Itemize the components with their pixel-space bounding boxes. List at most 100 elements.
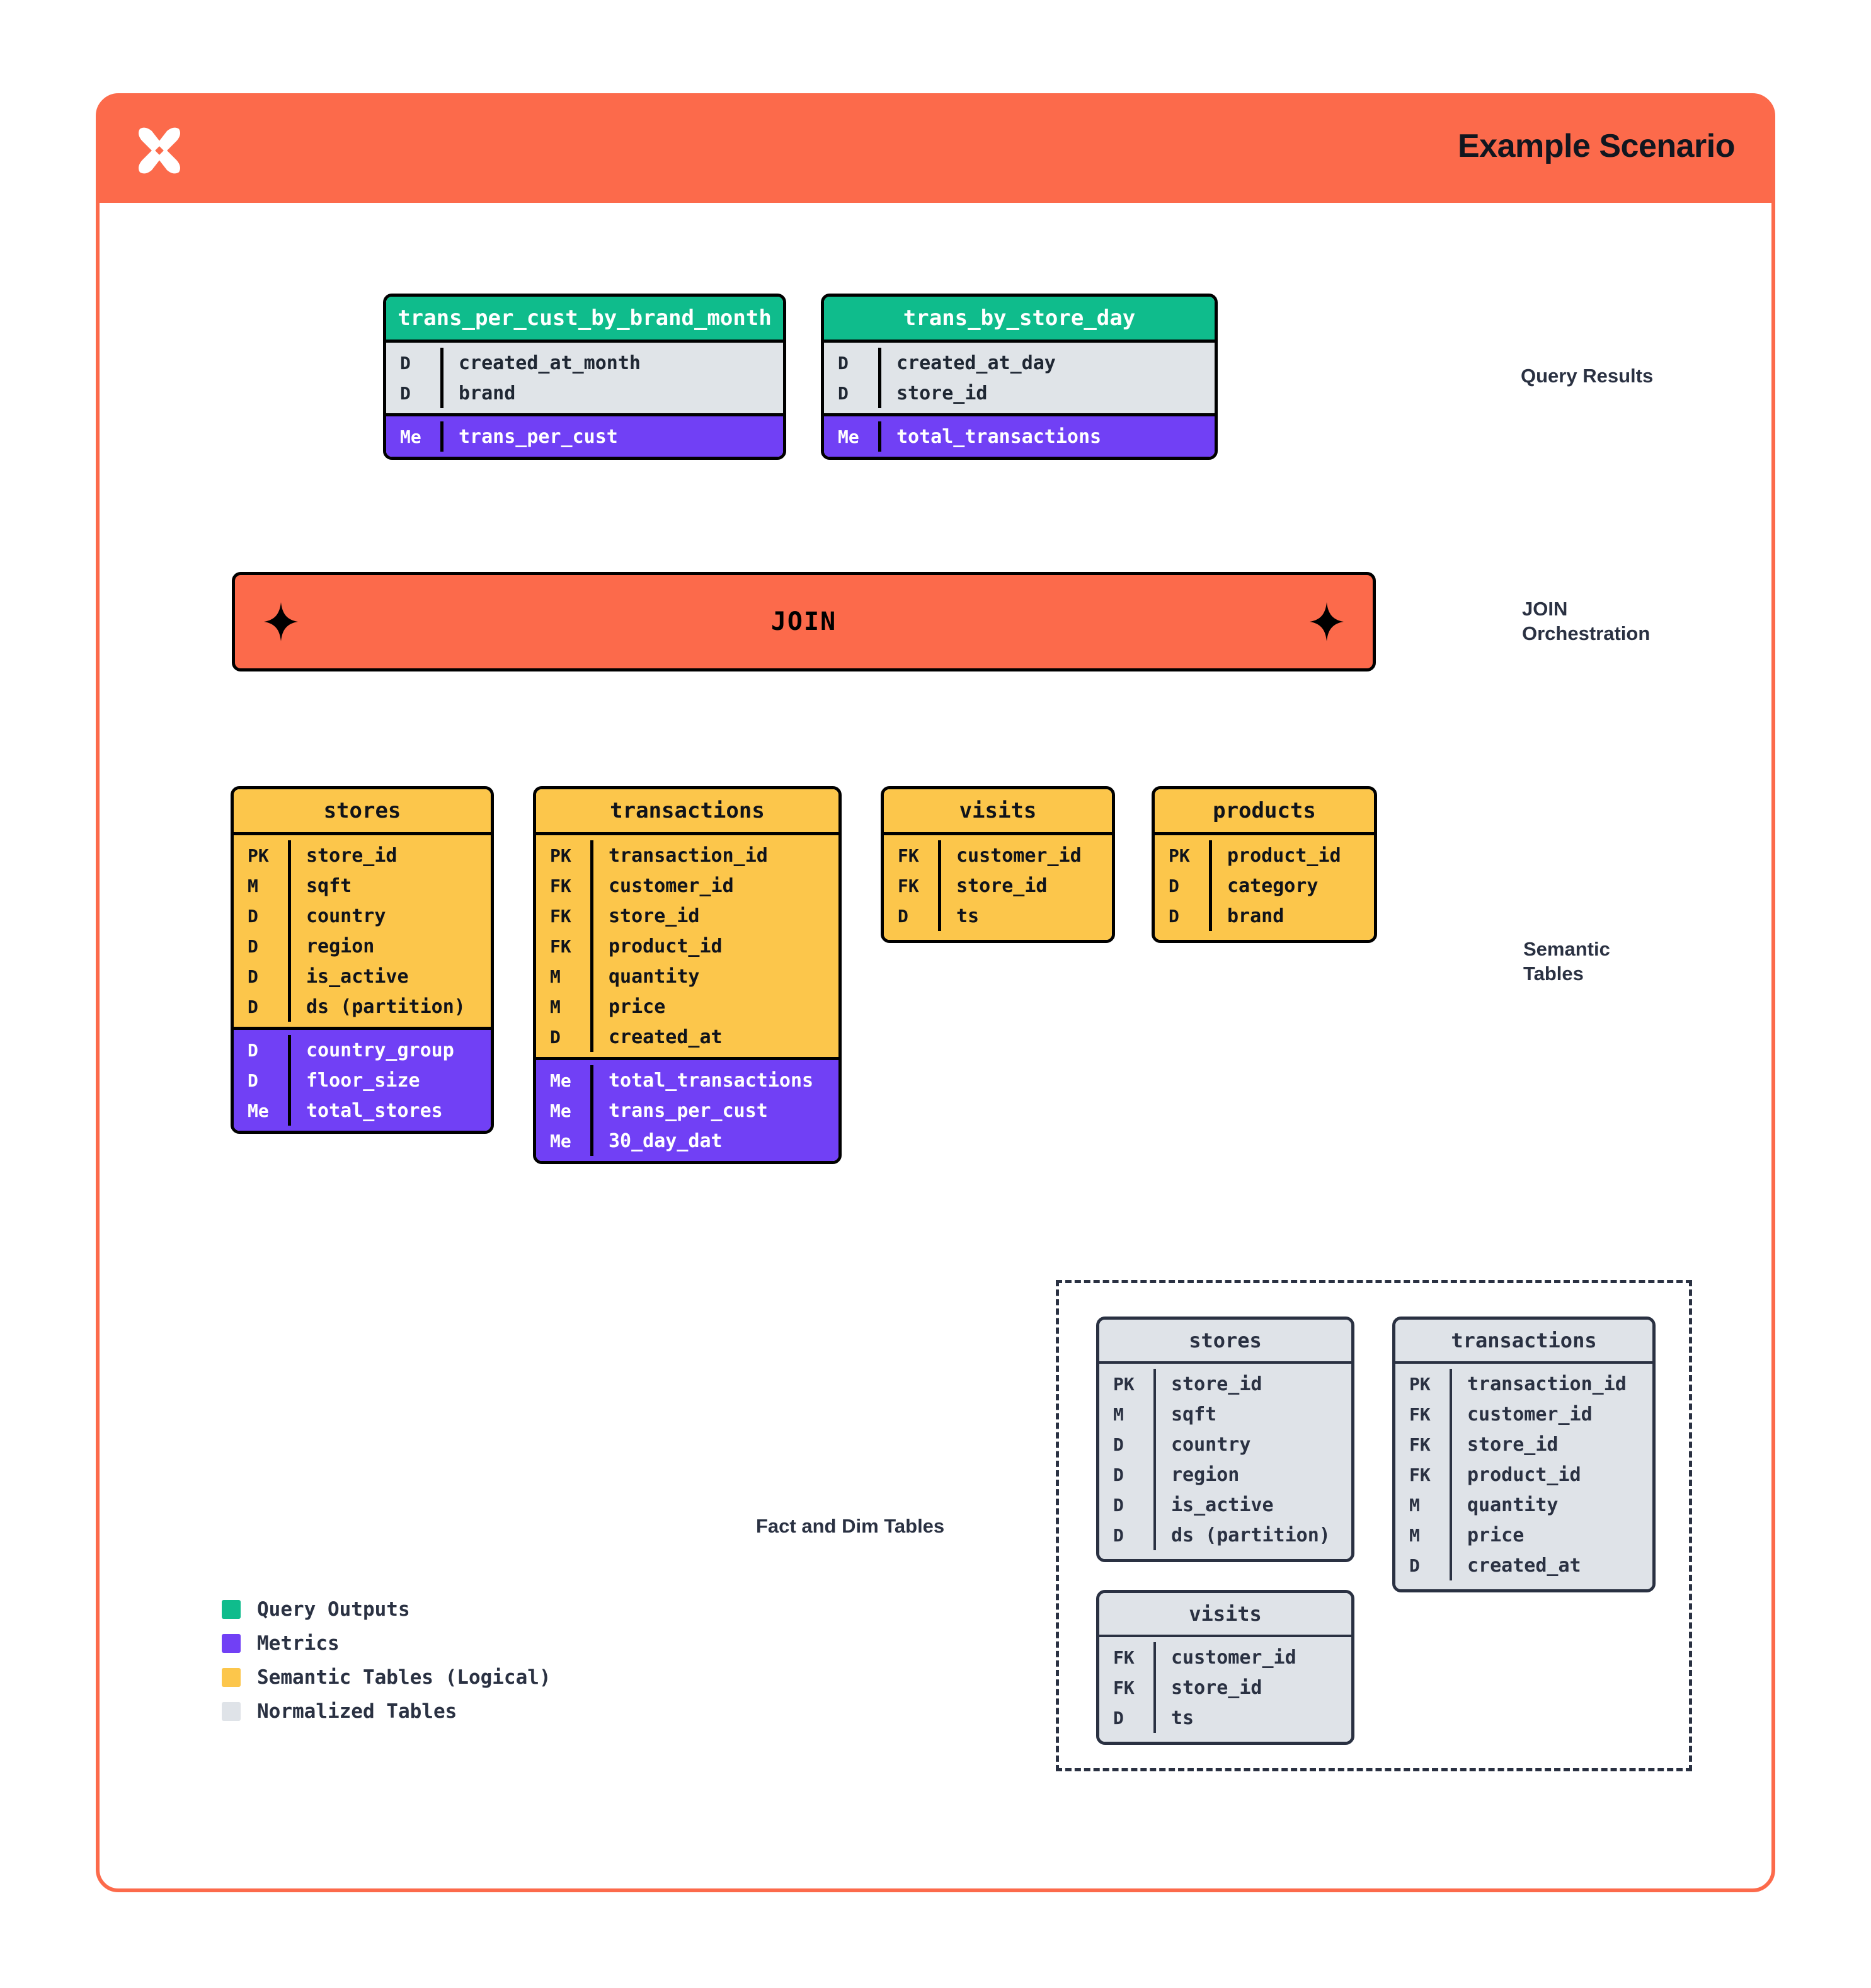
dimension-section: D created_at_day D store_id: [824, 340, 1215, 413]
row-field: price: [590, 991, 838, 1022]
query-result-table-0[interactable]: trans_per_cust_by_brand_month D created_…: [383, 294, 786, 460]
metric-section: Me trans_per_cust: [386, 413, 783, 457]
row-key: D: [1169, 875, 1179, 896]
row-key: M: [1409, 1524, 1420, 1546]
table-title: transactions: [536, 789, 838, 832]
annotation-line: Semantic: [1523, 938, 1610, 960]
legend-item-semantic-tables: Semantic Tables (Logical): [222, 1660, 551, 1694]
join-label: JOIN: [770, 607, 837, 636]
row-field: ds (partition): [1153, 1520, 1351, 1550]
sparkle-icon: [264, 602, 298, 641]
row-key: D: [838, 382, 849, 404]
row-key: Me: [550, 1070, 571, 1091]
metric-section: Me total_transactions: [824, 413, 1215, 457]
table-row: D store_id: [824, 378, 1215, 408]
row-field: created_at: [590, 1022, 838, 1052]
row-key: D: [1113, 1494, 1124, 1516]
row-key: PK: [248, 845, 269, 866]
row-field: customer_id: [1450, 1399, 1652, 1429]
row-field: region: [1153, 1460, 1351, 1490]
legend-item-normalized-tables: Normalized Tables: [222, 1694, 551, 1728]
table-row: D created_at_day: [824, 348, 1215, 378]
row-field: trans_per_cust: [590, 1095, 838, 1126]
annotation-fact-dim-tables: Fact and Dim Tables: [756, 1515, 945, 1537]
legend-swatch: [222, 1668, 241, 1687]
row-key: Me: [400, 426, 421, 447]
legend-swatch: [222, 1702, 241, 1721]
row-field: 30_day_dat: [590, 1126, 838, 1156]
row-key: D: [550, 1026, 561, 1048]
legend-item-query-outputs: Query Outputs: [222, 1592, 551, 1626]
row-key: Me: [550, 1100, 571, 1121]
row-field: total_transactions: [590, 1065, 838, 1095]
row-key: D: [248, 1070, 258, 1091]
row-field: product_id: [1209, 840, 1374, 871]
row-key: FK: [550, 935, 571, 957]
row-field: product_id: [590, 931, 838, 961]
row-key: M: [550, 966, 561, 987]
table-title: transactions: [1395, 1320, 1652, 1361]
table-row: Me trans_per_cust: [536, 1095, 838, 1126]
table-title: visits: [884, 789, 1112, 832]
row-key: M: [1113, 1403, 1124, 1425]
query-result-table-1[interactable]: trans_by_store_day D created_at_day D st…: [821, 294, 1218, 460]
row-field: store_id: [938, 871, 1112, 901]
row-field: sqft: [288, 871, 491, 901]
row-field: customer_id: [1153, 1642, 1351, 1672]
row-key: FK: [898, 845, 919, 866]
row-field: store_id: [288, 840, 491, 871]
legend-label: Query Outputs: [257, 1598, 410, 1621]
row-key: D: [248, 996, 258, 1017]
legend-swatch: [222, 1600, 241, 1619]
row-field: quantity: [1450, 1490, 1652, 1520]
row-field: transaction_id: [1450, 1369, 1652, 1399]
annotation-query-results: Query Results: [1521, 365, 1654, 387]
row-key: D: [1113, 1464, 1124, 1485]
annotation-line: Orchestration: [1522, 622, 1651, 644]
row-field: created_at: [1450, 1550, 1652, 1580]
annotation-line: Tables: [1523, 962, 1584, 985]
frame-header: Example Scenario: [100, 97, 1771, 203]
table-row: FK store_id: [884, 871, 1112, 901]
row-key: D: [1113, 1707, 1124, 1728]
join-orchestration-bar[interactable]: JOIN: [232, 572, 1376, 671]
row-key: Me: [550, 1130, 571, 1151]
legend-swatch: [222, 1634, 241, 1653]
row-key: D: [400, 352, 411, 374]
row-key: FK: [1409, 1434, 1431, 1455]
row-key: FK: [898, 875, 919, 896]
row-field: total_transactions: [878, 421, 1215, 452]
table-row: Me 30_day_dat: [536, 1126, 838, 1156]
dimension-section: D created_at_month D brand: [386, 340, 783, 413]
row-field: sqft: [1153, 1399, 1351, 1429]
row-key: D: [898, 905, 908, 927]
row-field: customer_id: [590, 871, 838, 901]
table-row: Me trans_per_cust: [386, 421, 783, 452]
row-key: D: [248, 935, 258, 957]
